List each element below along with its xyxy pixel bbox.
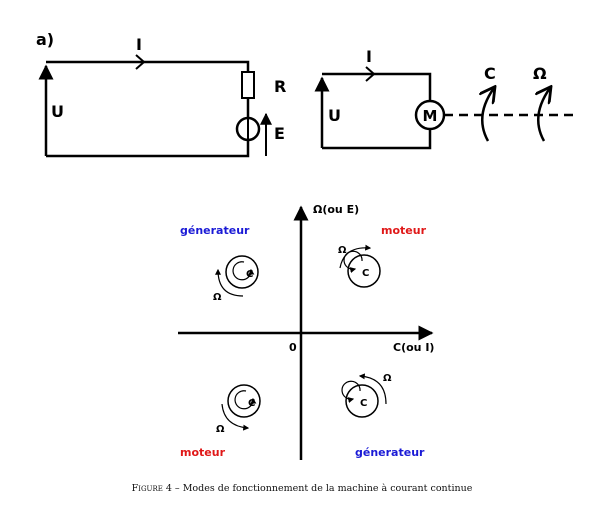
- figure-caption: Figure 4 – Modes de fonctionnement de la…: [132, 483, 473, 494]
- torque-rotation-arrow: [234, 390, 257, 410]
- torque-arrow: [482, 88, 494, 142]
- rotation-symbol-bottom-right: C Ω: [341, 373, 392, 418]
- mode-label-bottom-right: génerateur: [355, 446, 425, 459]
- speed-rotation-arrow: [221, 403, 250, 431]
- speed-rotation-arrow: [339, 244, 372, 269]
- emf-label: E: [274, 124, 285, 143]
- caption-text: Modes de fonctionnement de la machine à …: [183, 483, 473, 494]
- speed-symbol: Ω: [216, 424, 225, 435]
- rotation-symbol-bottom-left: C Ω: [216, 384, 261, 435]
- part-label: a): [36, 30, 54, 49]
- right-voltage-label: U: [328, 106, 341, 125]
- rotor-circle: [345, 384, 379, 418]
- rotation-symbol-top-right: C Ω: [338, 244, 381, 288]
- left-top-wire: [46, 60, 250, 72]
- speed-label: Ω: [533, 64, 547, 83]
- torque-rotation-arrow: [341, 380, 361, 403]
- left-circuit: a) I R E U: [36, 30, 286, 158]
- motor-label: M: [423, 107, 438, 125]
- mode-label-bottom-left: moteur: [180, 446, 226, 459]
- y-axis-label: Ω(ou E): [313, 203, 359, 216]
- speed-rotation-arrow: [215, 268, 244, 297]
- speed-arrow: [538, 88, 550, 142]
- right-top-wire: [322, 72, 432, 101]
- left-current-label: I: [136, 35, 142, 54]
- x-axis-label: C(ou I): [393, 341, 434, 354]
- right-bottom-wire: [322, 129, 432, 150]
- torque-symbol: C: [360, 398, 367, 409]
- torque-label: C: [484, 64, 496, 83]
- right-circuit: I M U C Ω: [314, 47, 574, 150]
- speed-symbol: Ω: [213, 292, 222, 303]
- rotor-circle: [225, 255, 259, 289]
- resistor-label: R: [274, 77, 286, 96]
- right-current-label: I: [366, 47, 372, 66]
- origin-label: 0: [289, 341, 297, 354]
- quadrant-diagram: Ω(ou E) C(ou I) 0 génerateur moteur mote…: [178, 203, 434, 460]
- resistor: [241, 71, 255, 99]
- torque-symbol: C: [362, 268, 369, 279]
- torque-rotation-arrow: [232, 261, 255, 281]
- mode-label-top-right: moteur: [381, 224, 427, 237]
- torque-symbol: C: [246, 269, 253, 280]
- speed-symbol: Ω: [338, 245, 347, 256]
- right-current-arrow: [365, 66, 376, 82]
- left-voltage-label: U: [51, 102, 64, 121]
- left-current-arrow: [135, 54, 146, 70]
- rotation-symbol-top-left: C Ω: [213, 255, 259, 303]
- rotor-circle: [347, 254, 381, 288]
- caption-figure-label: Figure 4: [132, 483, 172, 494]
- rotor-circle: [227, 384, 261, 418]
- caption-separator: –: [172, 483, 183, 494]
- torque-symbol: C: [248, 398, 255, 409]
- mode-label-top-left: génerateur: [180, 224, 250, 237]
- left-bottom-wire: [46, 140, 250, 158]
- speed-rotation-arrow: [358, 373, 387, 405]
- speed-symbol: Ω: [383, 373, 392, 384]
